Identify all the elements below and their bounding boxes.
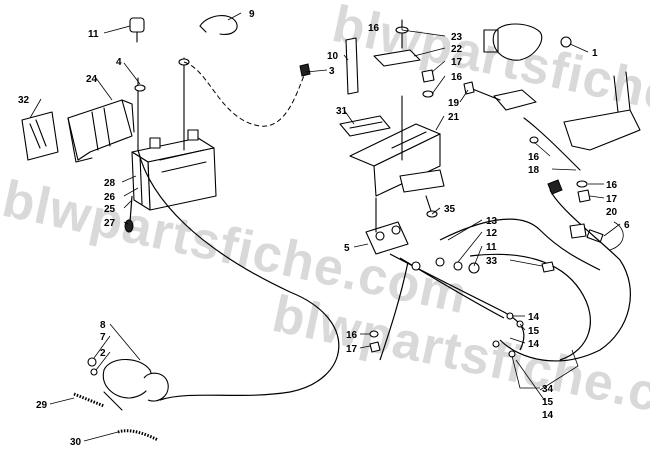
callout-labels: 11 9 4 24 32 3 10 31 16 23 22 17 16 19 2…: [18, 9, 630, 448]
callout-12: 12: [486, 228, 498, 239]
callout-26: 26: [104, 192, 116, 203]
rubber-pad: [339, 115, 391, 137]
ring-clamp: [199, 15, 238, 35]
callout-27: 27: [104, 218, 116, 229]
terminal-cap: [129, 17, 145, 43]
ignition-component: [483, 23, 572, 61]
callout-33: 33: [486, 256, 498, 267]
callout-13: 13: [486, 216, 498, 227]
callout-17-far: 17: [606, 194, 618, 205]
parts-drawing: [21, 15, 641, 442]
battery-box: [67, 99, 135, 163]
callout-17-top: 17: [451, 57, 463, 68]
callout-34: 34: [542, 384, 554, 395]
callout-16-far: 16: [606, 180, 618, 191]
callout-15-a: 15: [528, 326, 540, 337]
callout-2: 2: [100, 348, 106, 359]
watermark-middle: blwpartsfiche.com: [0, 170, 473, 325]
callout-35: 35: [444, 204, 456, 215]
callout-29: 29: [36, 400, 48, 411]
callout-18: 18: [528, 165, 540, 176]
callout-16-right: 16: [528, 152, 540, 163]
leader-lines: [29, 12, 624, 442]
hood-bracket: [493, 71, 641, 151]
callout-17-low: 17: [346, 344, 358, 355]
callout-3: 3: [329, 66, 335, 77]
callout-23: 23: [451, 32, 463, 43]
callout-28: 28: [104, 178, 116, 189]
callout-20: 20: [606, 207, 618, 218]
callout-11-right: 11: [486, 242, 497, 253]
battery: [131, 129, 217, 211]
battery-pad: [21, 111, 59, 161]
callout-10: 10: [327, 51, 339, 62]
callout-15-b: 15: [542, 397, 554, 408]
callout-5: 5: [344, 243, 350, 254]
callout-1: 1: [592, 48, 598, 59]
coil-spring: [117, 429, 159, 442]
callout-14-a: 14: [528, 312, 540, 323]
callout-24: 24: [86, 74, 98, 85]
callout-8: 8: [100, 320, 106, 331]
callout-14-b: 14: [528, 339, 540, 350]
callout-16-mid: 16: [451, 72, 463, 83]
callout-30: 30: [70, 437, 82, 448]
callout-16-low: 16: [346, 330, 358, 341]
callout-7: 7: [100, 332, 106, 343]
callout-6: 6: [624, 220, 630, 231]
callout-16-top: 16: [368, 23, 380, 34]
callout-19: 19: [448, 98, 460, 109]
callout-32: 32: [18, 95, 30, 106]
callout-31: 31: [336, 106, 348, 117]
solenoid: [365, 197, 409, 255]
mounting-plate: [349, 95, 445, 197]
callout-4: 4: [116, 57, 122, 68]
main-cable: [137, 149, 340, 401]
callout-21: 21: [448, 112, 460, 123]
callout-25: 25: [104, 204, 116, 215]
mount-strap: [345, 37, 359, 95]
watermark: blwpartsfiche.co blwpartsfiche.com blwpa…: [0, 0, 650, 440]
ground-cable: [183, 61, 307, 127]
mount-bracket-top: [373, 49, 421, 67]
ignition-coil: [87, 357, 169, 411]
callout-9: 9: [249, 9, 255, 20]
callout-22: 22: [451, 44, 463, 55]
callout-14-c: 14: [542, 410, 554, 421]
spring: [73, 392, 105, 408]
callout-11: 11: [88, 29, 99, 40]
